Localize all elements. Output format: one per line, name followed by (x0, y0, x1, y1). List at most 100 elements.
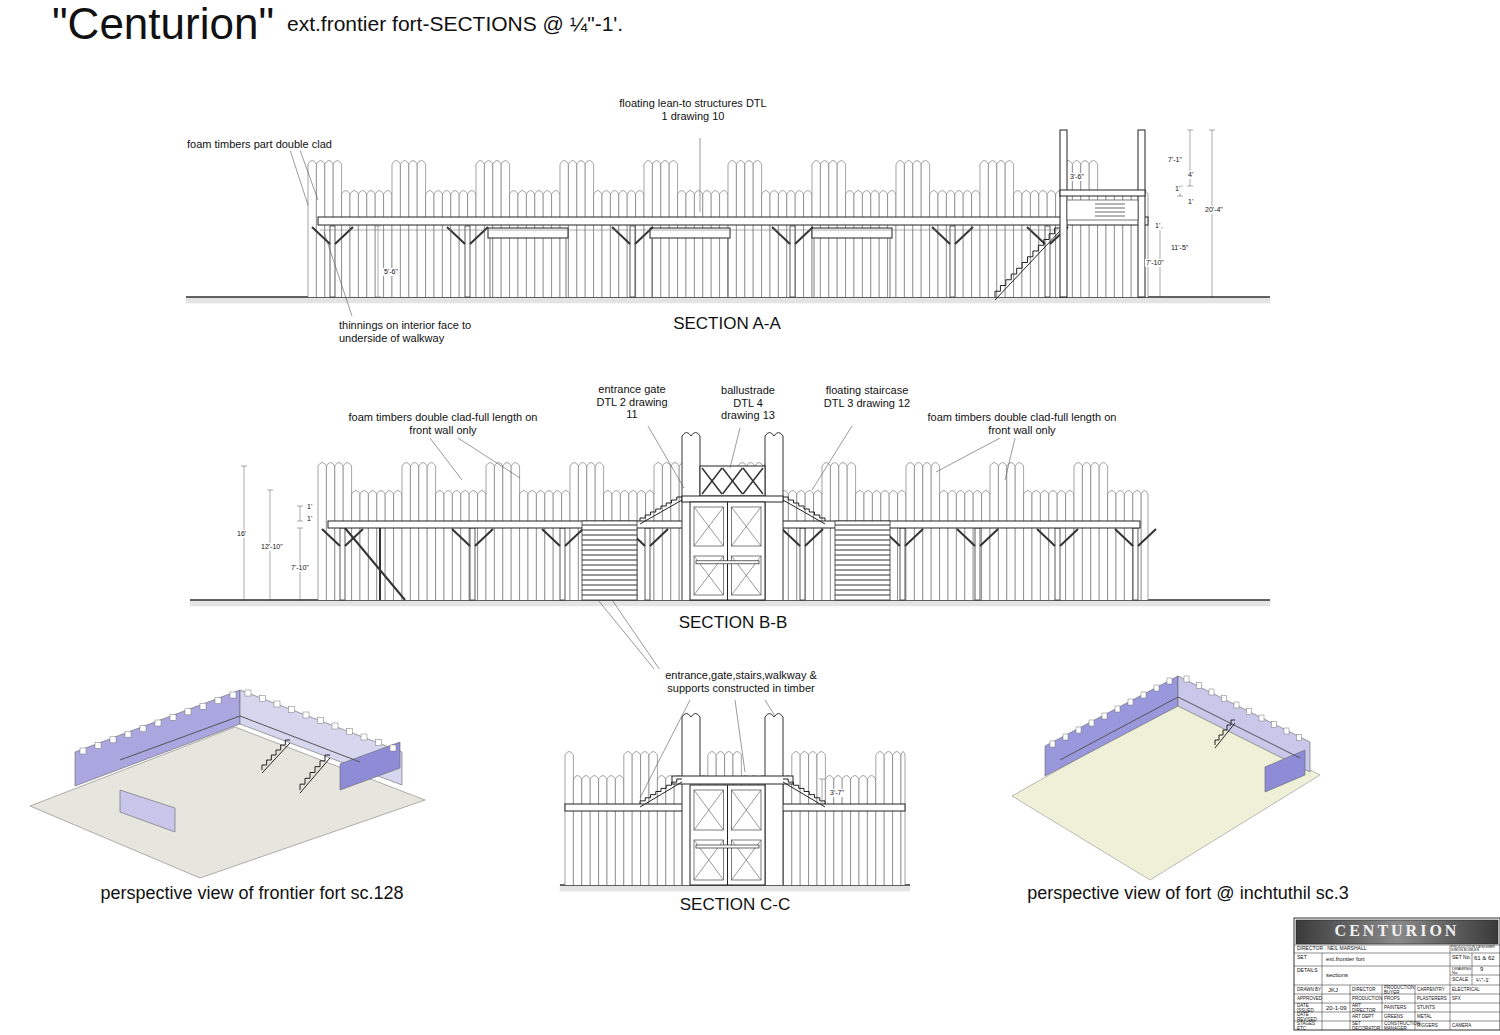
drawing-subtitle: ext.frontier fort-SECTIONS @ ¼"-1'. (286, 12, 624, 36)
door-cross (732, 507, 762, 546)
palisade-post (452, 491, 460, 601)
palisade-post (988, 161, 996, 298)
brace (612, 227, 630, 244)
callout-note: foam timbers part double clad (186, 138, 333, 151)
door-cross (694, 507, 724, 546)
support-post (900, 528, 905, 600)
balustrade-cross (702, 468, 722, 494)
palisade-post (770, 191, 778, 298)
palisade-post (666, 776, 674, 886)
palisade-post (342, 191, 350, 298)
palisade-post (654, 463, 662, 601)
merlon (1141, 692, 1146, 698)
leader-line (648, 426, 684, 488)
palisade-post (822, 463, 830, 601)
door-cross (694, 790, 724, 830)
palisade-post (930, 191, 938, 298)
palisade-post (762, 191, 770, 298)
merlon (1128, 699, 1133, 705)
title-block-cell: 20-1-09 (1326, 1005, 1347, 1011)
palisade-post (896, 161, 904, 298)
merlon (376, 740, 382, 746)
palisade-post (963, 191, 971, 298)
stair-tread (582, 545, 637, 546)
merlon (110, 737, 116, 743)
dimension-tick (297, 600, 303, 601)
palisade-post (783, 776, 791, 886)
palisade-post (394, 491, 402, 601)
title-rule (1294, 1012, 1500, 1013)
brace (1027, 227, 1045, 244)
tower-platform (1060, 190, 1145, 196)
stair-tread (835, 530, 890, 531)
palisade-post (923, 463, 931, 601)
palisade-post (980, 161, 988, 298)
palisade-post (368, 491, 376, 601)
stair-tread (582, 530, 637, 531)
title-block-cell: PROPS (1384, 997, 1400, 1002)
palisade-post (889, 491, 897, 601)
callout-note: ballustrade DTL 4 drawing 13 (712, 384, 784, 422)
balustrade (700, 466, 765, 496)
brace (955, 227, 973, 244)
dimension-tick (819, 779, 825, 780)
palisade-post (1007, 463, 1015, 601)
palisade-post (1024, 491, 1032, 601)
palisade-post (1040, 491, 1048, 601)
title-banner (1296, 920, 1498, 944)
stair-tread (835, 585, 890, 586)
door-panel (694, 790, 724, 830)
rail-slat (1095, 216, 1125, 217)
palisade-post (417, 161, 425, 298)
dimension-tick (241, 466, 247, 467)
palisade-post (1099, 463, 1107, 601)
palisade-post (619, 191, 627, 298)
palisade-post (568, 161, 576, 298)
palisade-post (884, 752, 892, 886)
support-post (975, 528, 980, 600)
dimension-tick (1187, 130, 1193, 131)
callout-note: floating lean-to structures DTL 1 drawin… (617, 97, 769, 122)
palisade-post (703, 191, 711, 298)
brace (322, 529, 340, 546)
door-cross (732, 790, 762, 830)
view-caption: perspective view of frontier fort sc.128 (99, 883, 404, 904)
leader-line (700, 138, 701, 212)
brace (1037, 529, 1055, 546)
stair-tread (582, 575, 637, 576)
walkway-edge (1060, 697, 1178, 760)
dimension-line (822, 779, 823, 804)
title-rule (1350, 985, 1351, 1030)
title-block-cell: STAGES ETC (1297, 1022, 1321, 1031)
merlon (1102, 713, 1107, 719)
door-cross (732, 507, 762, 546)
stair-steps (783, 497, 825, 521)
title-block-cell: ART DEPT (1352, 1015, 1374, 1020)
tower-post (1138, 130, 1145, 297)
leader-line (324, 232, 352, 316)
title-block-cell: DIRECTOR (1352, 988, 1375, 993)
palisade-post (972, 191, 980, 298)
stair-tread (835, 575, 890, 576)
palisade-post (599, 776, 607, 886)
brace (905, 529, 923, 546)
palisade-post (444, 491, 452, 601)
palisade-post (800, 752, 808, 886)
dimension-label: 11'-5" (1170, 244, 1189, 252)
title-block-cell: DIRECTOR : NEIL MARSHALL (1297, 946, 1366, 951)
palisade-post (906, 463, 914, 601)
title-block-cell: DRAWING No. (1452, 967, 1472, 975)
palisade-post (518, 191, 526, 298)
merlon (200, 703, 206, 709)
palisade-post (1014, 191, 1022, 298)
palisade-post (674, 776, 682, 886)
merlon (1154, 685, 1159, 691)
merlon (80, 748, 86, 754)
palisade-post (350, 191, 358, 298)
door-panel (694, 507, 724, 546)
leader-line (640, 700, 690, 798)
merlon (260, 696, 266, 702)
palisade-post (921, 161, 929, 298)
view-caption: SECTION A-A (672, 314, 782, 334)
palisade-post (711, 191, 719, 298)
